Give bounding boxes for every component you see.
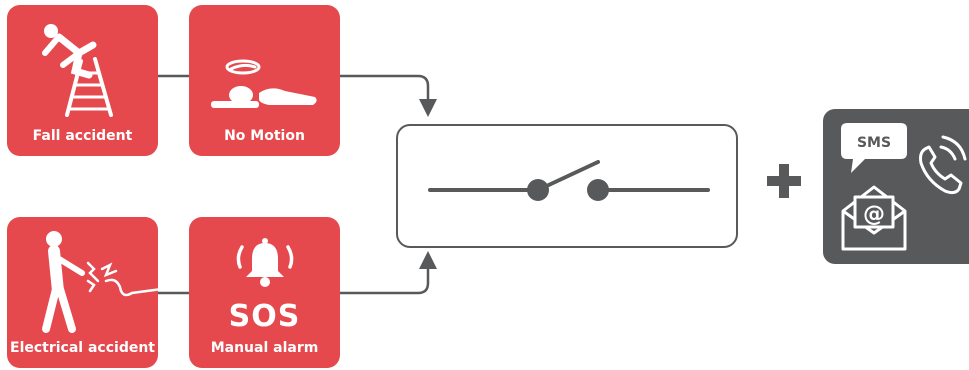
no-motion-card: No Motion	[189, 5, 340, 156]
switch-icon	[428, 160, 710, 201]
email-envelope-icon: @	[841, 185, 907, 251]
electrocuted-person-icon	[42, 231, 162, 333]
alarm-bell-icon	[236, 238, 294, 287]
manual-alarm-card: SOS Manual alarm	[189, 217, 340, 368]
notification-panel: SMS @	[823, 109, 969, 264]
plus-icon	[767, 164, 801, 198]
lying-person-icon	[211, 59, 317, 108]
switch-box	[396, 124, 738, 248]
fall-accident-card: Fall accident	[7, 5, 158, 156]
wire-bottom-to-switch	[340, 268, 430, 295]
wire-top-to-switch	[340, 74, 430, 100]
fall-accident-label: Fall accident	[32, 128, 133, 144]
at-symbol: @	[863, 202, 885, 227]
phone-icon	[919, 135, 967, 195]
arrow-up-icon	[419, 251, 437, 269]
sms-label: SMS	[857, 135, 891, 151]
falling-person-ladder-icon	[42, 24, 113, 117]
electrical-accident-card: Electrical accident	[7, 217, 162, 368]
electrical-accident-label: Electrical accident	[10, 340, 155, 356]
no-motion-label: No Motion	[224, 128, 305, 144]
arrow-down-icon	[419, 99, 437, 117]
sos-text: SOS	[228, 299, 301, 334]
sms-bubble-icon: SMS	[841, 123, 907, 173]
manual-alarm-label: Manual alarm	[210, 340, 319, 356]
